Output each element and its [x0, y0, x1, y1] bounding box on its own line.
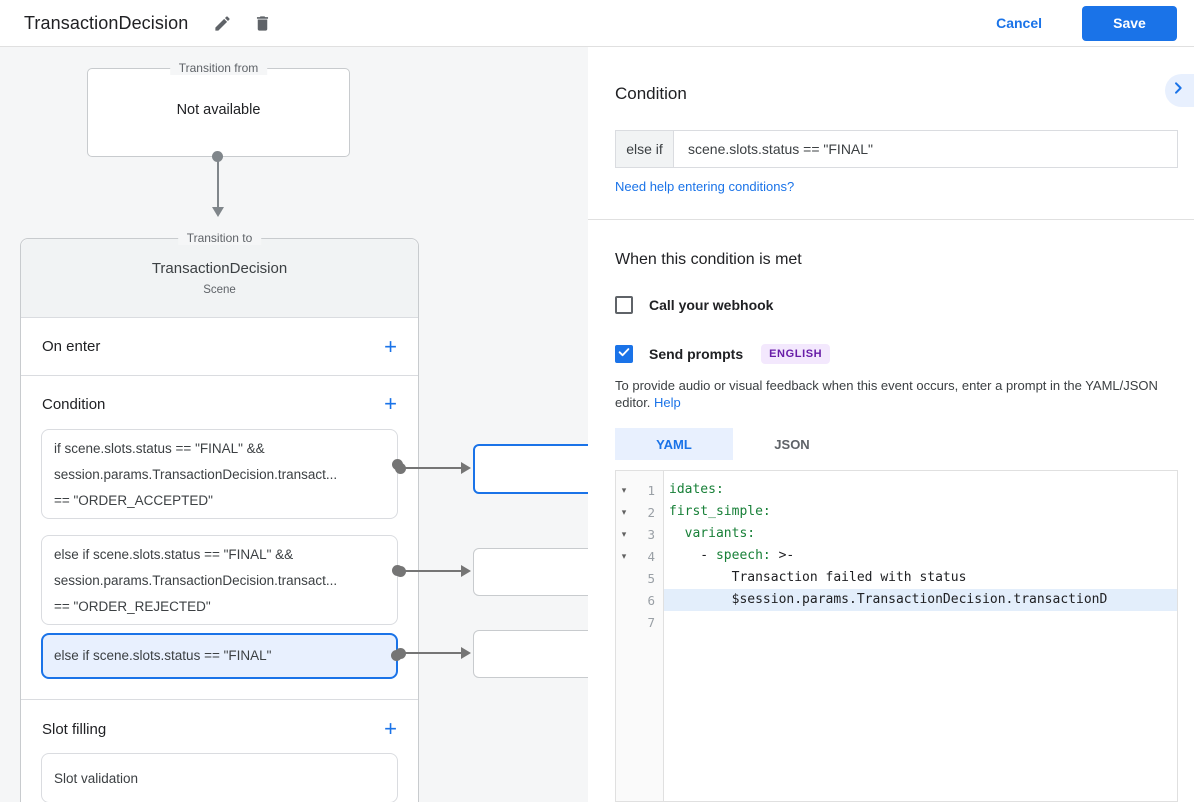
on-enter-section: On enter +: [21, 318, 418, 376]
scene-diagram: Transition from Not available Transition…: [0, 47, 588, 802]
scene-card-header: TransactionDecision Scene: [21, 239, 418, 318]
code-line: variants:: [664, 523, 1177, 545]
condition-text: == "ORDER_ACCEPTED": [54, 493, 213, 508]
code-line-highlighted: $session.params.TransactionDecision.tran…: [664, 589, 1177, 611]
save-button[interactable]: Save: [1082, 5, 1177, 41]
transition-to-legend: Transition to: [177, 231, 262, 245]
line-number: 7: [647, 614, 655, 630]
edit-icon[interactable]: [210, 11, 234, 35]
connector-line: [217, 157, 219, 207]
tab-yaml[interactable]: YAML: [615, 428, 733, 460]
transition-from-legend: Transition from: [169, 61, 268, 75]
line-number: 3: [647, 526, 655, 542]
prompts-description: To provide audio or visual feedback when…: [615, 377, 1185, 411]
condition-prefix-label: else if: [615, 130, 674, 168]
editor-code-area[interactable]: idates: first_simple: variants: - speech…: [664, 471, 1177, 801]
editor-gutter: ▾ 1 ▾ 2 ▾ 3 ▾ 4 5 6 7: [616, 471, 664, 801]
code-line: first_simple:: [664, 501, 1177, 523]
editor-tabs: YAML JSON: [615, 428, 851, 460]
prompts-label: Send prompts: [649, 346, 744, 362]
line-number: 1: [647, 482, 655, 498]
slot-filling-section: Slot filling + Slot validation: [21, 700, 418, 802]
transition-from-box: Transition from Not available: [87, 61, 350, 157]
yaml-punct: -: [669, 548, 716, 563]
connector-dot: [212, 151, 223, 162]
fold-arrow-icon[interactable]: ▾: [621, 551, 627, 561]
webhook-label: Call your webhook: [649, 297, 774, 313]
connector-arrowhead: [212, 207, 224, 217]
code-line: idates:: [664, 479, 1177, 501]
condition-text: if scene.slots.status == "FINAL" &&: [54, 441, 265, 456]
transition-target-node[interactable]: [473, 548, 588, 596]
yaml-key: variants:: [669, 526, 756, 541]
checkmark-icon: [617, 345, 631, 364]
fold-arrow-icon[interactable]: ▾: [621, 529, 627, 539]
condition-expression-input[interactable]: [674, 130, 1178, 168]
condition-text: session.params.TransactionDecision.trans…: [54, 573, 338, 588]
when-met-heading: When this condition is met: [615, 251, 802, 268]
slot-filling-label: Slot filling: [42, 720, 107, 738]
condition-help-link[interactable]: Need help entering conditions?: [615, 179, 795, 194]
yaml-key: first_simple:: [669, 504, 771, 519]
chevron-right-icon: [1170, 80, 1186, 101]
top-bar: TransactionDecision Cancel Save: [0, 0, 1194, 47]
line-number: 5: [647, 570, 655, 586]
collapse-panel-button[interactable]: [1165, 74, 1194, 107]
line-number: 2: [647, 504, 655, 520]
transition-target-node[interactable]: [473, 630, 588, 678]
webhook-option: Call your webhook: [615, 296, 773, 314]
yaml-key: idates:: [669, 482, 724, 497]
tab-json[interactable]: JSON: [774, 436, 810, 452]
transition-from-status: Not available: [176, 101, 261, 118]
code-line: [664, 611, 1177, 633]
on-enter-label: On enter: [42, 338, 101, 355]
yaml-text: Transaction failed with status: [669, 570, 967, 585]
condition-panel-heading: Condition: [615, 84, 687, 103]
fold-arrow-icon[interactable]: ▾: [621, 485, 627, 495]
yaml-text: $session.params.TransactionDecision.tran…: [669, 592, 1108, 607]
language-badge: ENGLISH: [761, 344, 831, 364]
scene-type-label: Scene: [203, 284, 236, 296]
yaml-punct: >-: [770, 548, 795, 563]
condition-section-label: Condition: [42, 395, 106, 413]
code-line: - speech: >-: [664, 545, 1177, 567]
yaml-code-editor[interactable]: ▾ 1 ▾ 2 ▾ 3 ▾ 4 5 6 7 idates: first_simple: …: [615, 470, 1178, 802]
condition-text: else if scene.slots.status == "FINAL" &&: [54, 547, 294, 562]
condition-item-rejected[interactable]: else if scene.slots.status == "FINAL" &&…: [41, 535, 403, 625]
condition-text: session.params.TransactionDecision.trans…: [54, 467, 338, 482]
add-slot-icon[interactable]: +: [384, 716, 397, 741]
description-text: To provide audio or visual feedback when…: [615, 378, 1158, 410]
condition-text: == "ORDER_REJECTED": [54, 599, 211, 614]
yaml-key: speech:: [715, 548, 771, 563]
condition-section: Condition + if scene.slots.status == "FI…: [21, 376, 418, 700]
code-line: Transaction failed with status: [664, 567, 1177, 589]
add-condition-icon[interactable]: +: [384, 391, 397, 416]
condition-text: else if scene.slots.status == "FINAL": [54, 648, 272, 663]
condition-item-accepted[interactable]: if scene.slots.status == "FINAL" && sess…: [41, 429, 403, 519]
condition-expression-row: else if: [615, 130, 1178, 168]
condition-detail-panel: Condition else if Need help entering con…: [588, 47, 1194, 802]
slot-validation-item[interactable]: Slot validation: [41, 753, 398, 802]
fold-arrow-icon[interactable]: ▾: [621, 507, 627, 517]
delete-icon[interactable]: [250, 11, 274, 35]
help-link[interactable]: Help: [654, 395, 681, 410]
line-number: 4: [647, 548, 655, 564]
transition-to-card: Transition to TransactionDecision Scene …: [20, 231, 419, 802]
line-number: 6: [647, 592, 655, 608]
condition-item-final-selected[interactable]: else if scene.slots.status == "FINAL": [41, 633, 402, 679]
page-title: TransactionDecision: [24, 12, 189, 33]
slot-validation-label: Slot validation: [54, 770, 139, 786]
prompts-option: Send prompts ENGLISH: [615, 344, 831, 364]
add-on-enter-icon[interactable]: +: [384, 333, 397, 359]
cancel-button[interactable]: Cancel: [996, 15, 1042, 31]
prompts-checkbox[interactable]: [615, 345, 633, 363]
transition-target-node[interactable]: [473, 444, 588, 494]
divider: [588, 219, 1194, 220]
scene-name: TransactionDecision: [151, 260, 288, 277]
webhook-checkbox[interactable]: [615, 296, 633, 314]
